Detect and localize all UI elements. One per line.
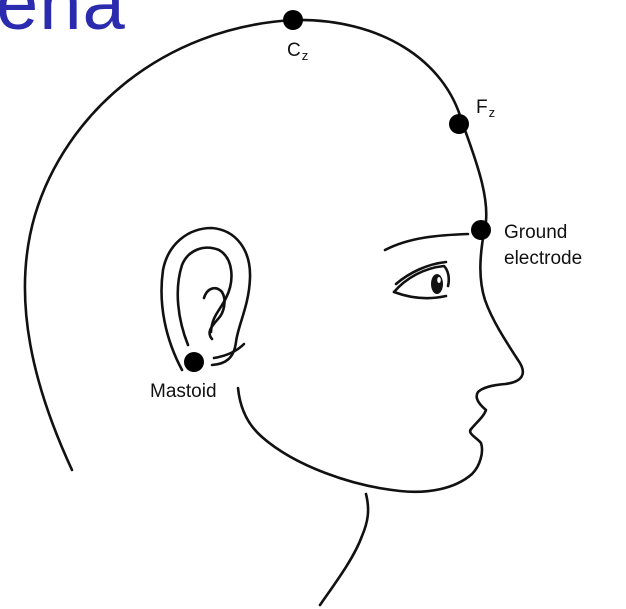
label-cz-subscript: z [302, 48, 309, 63]
eye-highlight [437, 277, 441, 283]
eye-iris [431, 274, 443, 294]
neck-line [320, 494, 368, 605]
label-ground-electrode: Ground electrode [504, 220, 582, 272]
ear-inner-concha [204, 288, 225, 339]
label-ground-line1: Ground [504, 220, 582, 246]
head-outline [25, 20, 523, 492]
electrode-ground [471, 220, 491, 240]
label-cz: Cz [287, 40, 308, 67]
label-mastoid: Mastoid [150, 381, 217, 403]
ear-lobe-line [214, 344, 244, 358]
electrode-fz [449, 114, 469, 134]
label-fz: Fz [476, 97, 495, 124]
eyebrow [385, 234, 468, 250]
label-fz-subscript: z [489, 105, 496, 120]
label-ground-line2: electrode [504, 246, 582, 272]
electrode-cz [283, 10, 303, 30]
label-fz-letter: F [476, 97, 488, 118]
electrode-mastoid [184, 352, 204, 372]
label-cz-letter: C [287, 40, 301, 61]
